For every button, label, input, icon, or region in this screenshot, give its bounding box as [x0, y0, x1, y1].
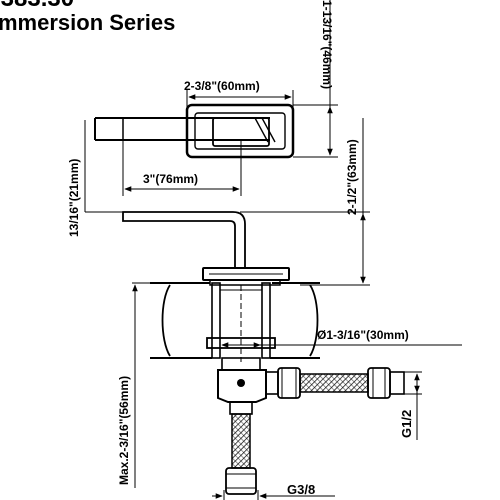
dim-lever-height: 1-13/16"(46mm) — [293, 0, 338, 158]
dim-outlet-thread: G1/2 — [399, 371, 422, 440]
outlet-thread-label: G1/2 — [399, 410, 414, 438]
spout-rise-label: 13/16"(21mm) — [67, 159, 81, 237]
lever-height-label: 1-13/16"(46mm) — [320, 0, 334, 89]
model-number-fragment: .383.30 — [0, 0, 74, 12]
faucet-side-view — [122, 211, 290, 286]
valve-assembly — [217, 357, 405, 495]
dim-body-height: 2-1/2"(63mm) — [240, 118, 370, 286]
dim-lever-width: 2-3/8"(60mm) — [184, 79, 294, 108]
shank-diameter-label: Ø1-3/16"(30mm) — [317, 328, 409, 342]
dim-inlet-thread: G3/8 — [212, 482, 335, 500]
countertop-section — [150, 282, 320, 362]
series-title: mmersion Series — [0, 10, 175, 35]
counter-thickness-label: Max.2-3/16"(56mm) — [117, 376, 131, 485]
lever-width-label: 2-3/8"(60mm) — [184, 79, 260, 93]
dim-shank-diameter: Ø1-3/16"(30mm) — [221, 328, 462, 348]
lever-top-view — [94, 103, 295, 159]
dim-spout-rise: 13/16"(21mm) — [67, 120, 122, 237]
dim-counter-thickness: Max.2-3/16"(56mm) — [117, 282, 150, 488]
inlet-thread-label: G3/8 — [287, 482, 315, 497]
lever-length-label: 3"(76mm) — [143, 172, 198, 186]
body-height-label: 2-1/2"(63mm) — [345, 139, 359, 215]
dim-lever-length: 3"(76mm) — [122, 140, 242, 196]
